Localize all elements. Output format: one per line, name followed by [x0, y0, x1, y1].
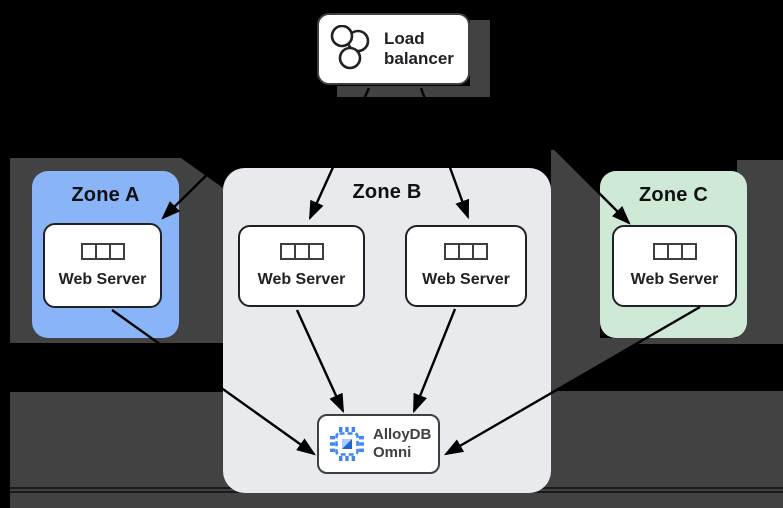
- web-server-icon: [444, 243, 488, 260]
- web-server-label: Web Server: [422, 271, 510, 288]
- web-server-label: Web Server: [630, 271, 719, 288]
- web-server-label: Web Server: [257, 271, 346, 288]
- zone-a-label: Zone A: [71, 184, 140, 206]
- web-server-icon: [279, 243, 324, 260]
- web-server-label: Web Server: [58, 270, 147, 288]
- load-balancer-box: Load balancer: [317, 13, 470, 85]
- shadow-patch-below-zone-c: [600, 338, 783, 344]
- load-balancer-label: Load balancer: [384, 28, 454, 68]
- alloydb-omni-label: AlloyDB Omni: [373, 426, 431, 462]
- shadow-wedge: [551, 344, 634, 391]
- zone-b-web-server-1-box: Web Server: [238, 225, 365, 307]
- alloydb-label-line2: Omni: [373, 444, 412, 461]
- zone-b-label: Zone B: [352, 181, 422, 203]
- zone-a: Zone A Web Server: [32, 171, 179, 338]
- load-balancer-circles-icon: [330, 25, 370, 70]
- shadow-patch-gap-bc: [551, 150, 600, 344]
- shadow-patch-lb-bottom: [337, 86, 490, 97]
- alloydb-label-line1: AlloyDB: [373, 426, 432, 443]
- zone-c-web-server-box: Web Server: [612, 225, 737, 307]
- zone-b-web-server-2-box: Web Server: [405, 225, 527, 307]
- zone-c-label: Zone C: [639, 184, 708, 206]
- shadow-patch-lb-right: [470, 20, 490, 97]
- web-server-icon: [652, 243, 697, 260]
- alloydb-omni-box: AlloyDB Omni: [317, 414, 440, 474]
- web-server-icon: [80, 242, 125, 260]
- alloydb-chip-icon: [330, 427, 364, 461]
- zone-a-web-server-box: Web Server: [43, 223, 162, 308]
- zone-c: Zone C Web Server: [600, 171, 747, 338]
